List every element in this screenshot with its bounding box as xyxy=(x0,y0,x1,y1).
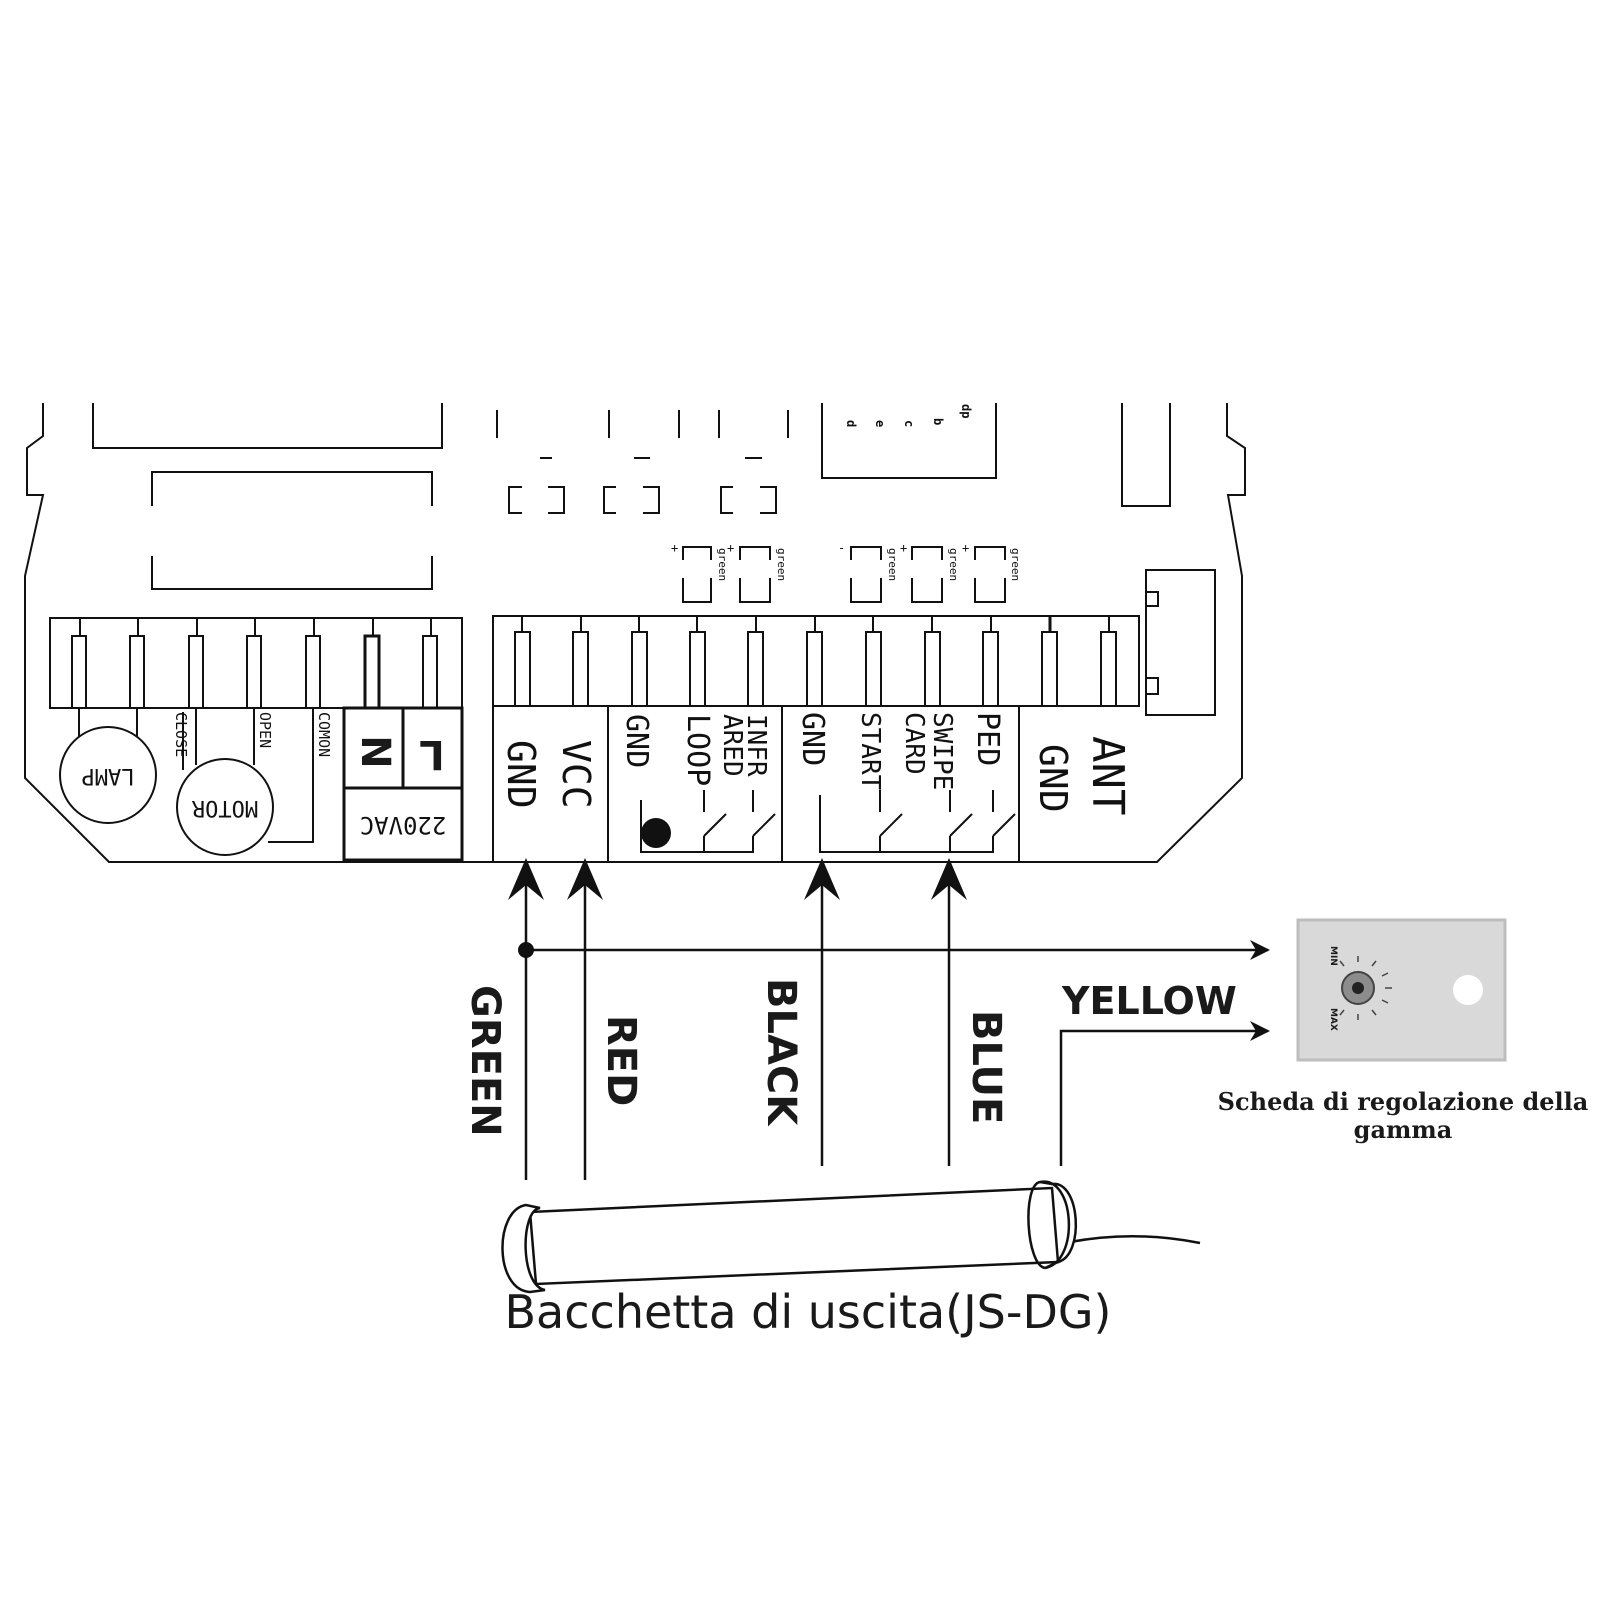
svg-text:VCC: VCC xyxy=(554,740,598,809)
svg-text:N: N xyxy=(352,735,398,768)
svg-text:MAX: MAX xyxy=(1328,1008,1338,1031)
svg-text:INFR: INFR xyxy=(741,714,771,777)
svg-text:ARED: ARED xyxy=(717,714,747,777)
wire-arrows xyxy=(508,858,967,900)
wire-labels: GREEN RED BLACK BLUE YELLOW xyxy=(462,978,1237,1137)
power-labels: LAMP MOTOR CLOSE OPEN COMON N L 220VAC xyxy=(82,712,447,839)
svg-text:GND: GND xyxy=(1031,744,1075,813)
led-labels: + + - + + green green green green green xyxy=(671,541,1022,581)
svg-text:LAMP: LAMP xyxy=(82,763,135,788)
svg-text:c: c xyxy=(902,420,916,427)
segment-labels: dp b c e d xyxy=(844,404,973,427)
svg-text:LOOP: LOOP xyxy=(680,714,715,786)
svg-text:b: b xyxy=(931,418,945,425)
svg-text:ANT: ANT xyxy=(1082,736,1133,815)
terminal-block-signal xyxy=(492,615,1140,862)
svg-text:CARD: CARD xyxy=(899,712,929,775)
exit-wand-caption: Bacchetta di uscita(JS-DG) xyxy=(504,1285,1111,1339)
svg-text:SWIPE: SWIPE xyxy=(927,712,957,790)
svg-text:L: L xyxy=(419,731,445,777)
svg-text:RED: RED xyxy=(598,1015,644,1106)
exit-wand xyxy=(501,1180,1201,1294)
svg-text:GND: GND xyxy=(619,714,654,768)
svg-text:e: e xyxy=(873,420,887,427)
svg-text:+: + xyxy=(900,541,907,555)
svg-text:green: green xyxy=(1009,548,1022,581)
svg-text:+: + xyxy=(727,541,734,555)
svg-text:dp: dp xyxy=(959,404,973,418)
svg-text:GREEN: GREEN xyxy=(462,985,508,1137)
adjust-board-caption-2: gamma xyxy=(1354,1115,1453,1144)
led-pads xyxy=(682,546,1006,603)
svg-text:green: green xyxy=(947,548,960,581)
mount-hole-icon xyxy=(1453,975,1483,1005)
potentiometer-icon xyxy=(1339,956,1392,1020)
svg-text:220VAC: 220VAC xyxy=(360,811,447,839)
svg-text:COMON: COMON xyxy=(315,712,333,757)
signal-labels: GND VCC GND LOOP INFR ARED GND START SWI… xyxy=(499,712,1133,815)
controller-board xyxy=(24,403,1246,863)
terminal-block-power xyxy=(49,617,464,862)
svg-text:green: green xyxy=(886,548,899,581)
svg-text:MOTOR: MOTOR xyxy=(191,795,258,820)
svg-text:green: green xyxy=(716,548,729,581)
svg-text:START: START xyxy=(855,712,885,791)
svg-text:+: + xyxy=(962,541,969,555)
lamp-symbol xyxy=(59,726,157,824)
svg-text:d: d xyxy=(844,420,858,427)
svg-text:GND: GND xyxy=(499,740,543,809)
svg-text:MIN: MIN xyxy=(1328,946,1338,966)
range-adjust-board: MIN MAX xyxy=(1296,918,1507,1062)
svg-text:GND: GND xyxy=(795,712,830,766)
connection-dot xyxy=(641,818,671,848)
wires xyxy=(524,870,1270,1180)
adjust-board-caption-1: Scheda di regolazione della xyxy=(1218,1087,1589,1116)
svg-text:green: green xyxy=(775,548,788,581)
svg-text:BLUE: BLUE xyxy=(963,1010,1009,1124)
junction-dot xyxy=(518,942,534,958)
svg-text:CLOSE: CLOSE xyxy=(172,712,190,757)
svg-text:OPEN: OPEN xyxy=(256,712,274,748)
svg-text:YELLOW: YELLOW xyxy=(1061,979,1237,1023)
svg-text:-: - xyxy=(838,541,845,555)
motor-symbol xyxy=(176,758,274,856)
svg-text:+: + xyxy=(671,541,678,555)
svg-text:BLACK: BLACK xyxy=(758,978,804,1127)
svg-text:PED: PED xyxy=(970,712,1005,766)
